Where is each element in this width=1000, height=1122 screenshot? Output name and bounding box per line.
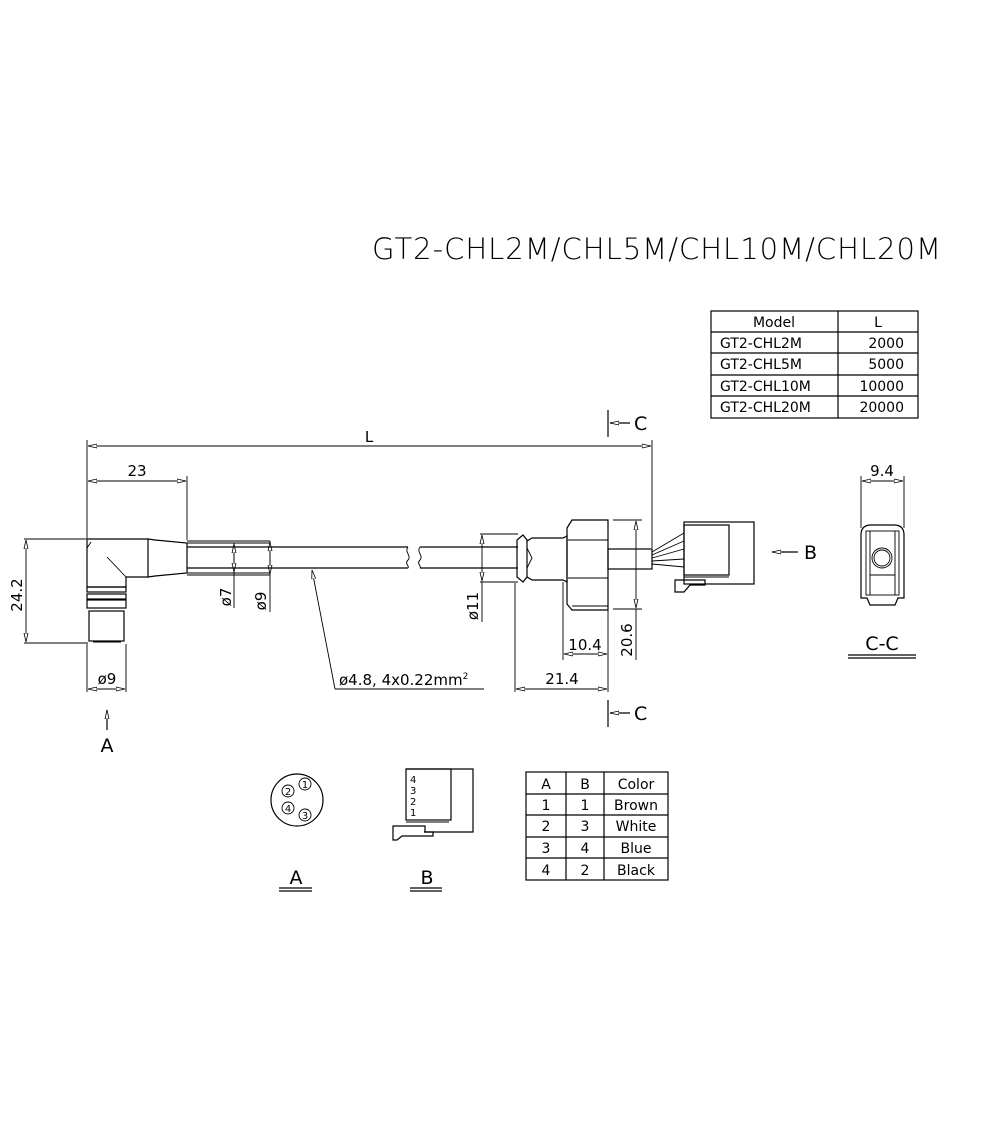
- svg-text:A: A: [101, 735, 114, 757]
- dimension-ferrite: ø11: [464, 533, 518, 622]
- section-c-c: 9.4 C-C: [848, 462, 916, 659]
- ferrite-housing: [516, 519, 755, 611]
- svg-text:4: 4: [285, 804, 291, 815]
- svg-text:White: White: [616, 819, 657, 835]
- model-cell: GT2-CHL20M: [720, 400, 811, 416]
- cable-spec-text: ø4.8, 4x0.22mm2: [339, 671, 468, 689]
- model-table: Model L GT2-CHL2M 2000 GT2-CHL5M 5000 GT…: [710, 310, 919, 419]
- model-cell: GT2-CHL5M: [720, 357, 802, 373]
- svg-text:C: C: [634, 413, 647, 435]
- svg-text:20.6: 20.6: [618, 623, 636, 656]
- svg-text:Brown: Brown: [614, 798, 658, 814]
- svg-text:1: 1: [542, 798, 551, 814]
- svg-text:C: C: [634, 703, 647, 725]
- svg-text:3: 3: [302, 811, 308, 822]
- svg-text:B: B: [580, 777, 590, 793]
- svg-text:1: 1: [581, 798, 590, 814]
- model-table-header-l: L: [874, 315, 882, 331]
- drawing-title: GT2-CHL2M/CHL5M/CHL10M/CHL20M: [372, 232, 942, 266]
- svg-text:2: 2: [581, 863, 590, 879]
- svg-text:21.4: 21.4: [545, 670, 578, 688]
- svg-text:ø11: ø11: [464, 592, 482, 620]
- svg-text:ø9: ø9: [252, 592, 270, 611]
- dimension-ferrite-to-end: 21.4: [514, 583, 607, 692]
- section-marker-bottom: C: [607, 700, 647, 727]
- model-cell: GT2-CHL10M: [720, 379, 811, 395]
- svg-text:Blue: Blue: [621, 841, 652, 857]
- length-cell: 20000: [859, 400, 904, 416]
- wire-table: A B Color 1 1 Brown 2 3 White 3 4 Blue 4…: [525, 771, 669, 881]
- svg-text:B: B: [804, 542, 817, 564]
- length-cell: 2000: [868, 336, 904, 352]
- dimension-24-2: 24.2: [8, 538, 88, 644]
- model-table-header-model: Model: [753, 315, 795, 331]
- view-a-arrow: A: [101, 710, 114, 757]
- view-a-pinout: 1 2 4 3 A: [270, 773, 324, 892]
- svg-text:2: 2: [410, 797, 416, 808]
- view-b-arrow: B: [772, 542, 817, 564]
- length-cell: 10000: [859, 379, 904, 395]
- svg-text:4: 4: [542, 863, 551, 879]
- dimension-23: 23: [88, 462, 188, 540]
- svg-text:23: 23: [127, 462, 146, 480]
- dimension-housing-length: 10.4: [562, 582, 609, 692]
- cable: [187, 546, 518, 569]
- svg-text:10.4: 10.4: [568, 636, 601, 654]
- length-cell: 5000: [868, 357, 904, 373]
- cable-spec-callout: ø4.8, 4x0.22mm2: [312, 570, 484, 690]
- svg-text:9.4: 9.4: [870, 462, 894, 480]
- section-marker-top: C: [607, 410, 647, 437]
- svg-text:L: L: [365, 428, 374, 446]
- svg-text:4: 4: [410, 775, 416, 786]
- svg-text:C-C: C-C: [865, 633, 898, 655]
- svg-text:ø9: ø9: [98, 670, 117, 688]
- svg-text:A: A: [541, 777, 551, 793]
- svg-text:4: 4: [581, 841, 590, 857]
- svg-text:B: B: [420, 867, 433, 889]
- svg-text:3: 3: [410, 786, 416, 797]
- svg-text:24.2: 24.2: [8, 578, 26, 611]
- view-b-pinout: 4 3 2 1 B: [392, 768, 474, 892]
- svg-text:Color: Color: [618, 777, 655, 793]
- svg-text:1: 1: [302, 780, 308, 791]
- dimension-l: L: [86, 428, 653, 548]
- elbow-connector: [86, 538, 270, 643]
- svg-text:Black: Black: [617, 863, 656, 879]
- svg-text:2: 2: [542, 819, 551, 835]
- dimension-housing-height: 20.6: [613, 519, 642, 660]
- dimension-boot: ø7 ø9: [217, 541, 270, 612]
- dimension-connector-dia: ø9: [86, 644, 127, 692]
- svg-text:3: 3: [542, 841, 551, 857]
- model-cell: GT2-CHL2M: [720, 336, 802, 352]
- svg-text:2: 2: [285, 787, 291, 798]
- svg-text:A: A: [290, 867, 303, 889]
- svg-text:ø7: ø7: [217, 588, 235, 607]
- svg-text:3: 3: [581, 819, 590, 835]
- svg-text:1: 1: [410, 808, 416, 819]
